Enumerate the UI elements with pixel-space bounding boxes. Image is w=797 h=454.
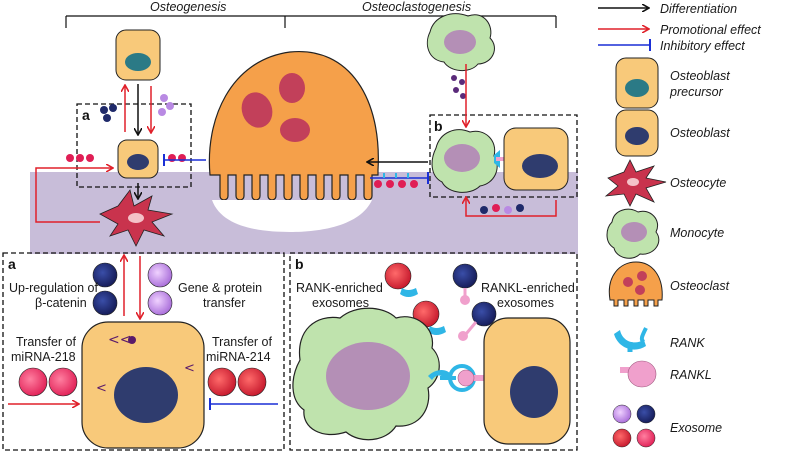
legend-precursor-icon xyxy=(615,57,659,109)
legend-rankl-icon xyxy=(620,360,657,388)
exosome-pink-pair xyxy=(18,367,78,397)
rankl-exosome xyxy=(458,301,497,341)
svg-text:<: < xyxy=(96,381,107,396)
osteocyte-cell xyxy=(99,189,174,247)
legend-osteocyte-label: Osteocyte xyxy=(670,176,726,190)
label-beta-catenin: β-catenin xyxy=(35,296,87,310)
header-osteogenesis: Osteogenesis xyxy=(150,0,226,14)
rank-exosome xyxy=(384,262,418,297)
panel-b-bottom-box xyxy=(289,252,578,451)
rank-rankl-binding xyxy=(428,364,496,392)
promotional-arrow xyxy=(466,198,557,217)
label-mirna-218: miRNA-218 xyxy=(11,350,76,364)
legend-rankl-label: RANKL xyxy=(670,368,712,382)
legend-osteoclast-icon xyxy=(608,261,663,307)
panel-b-bottom-label: b xyxy=(295,256,304,272)
promotional-arrow xyxy=(35,168,112,223)
panel-a-bottom-label: a xyxy=(8,256,16,272)
legend-monocyte-label: Monocyte xyxy=(670,226,724,240)
exosome-cluster xyxy=(100,94,174,122)
legend-osteoclast-label: Osteoclast xyxy=(670,279,730,293)
exosome-red-pair xyxy=(207,367,267,397)
legend-inhibitory-label: Inhibitory effect xyxy=(660,39,745,53)
legend-osteocyte-icon xyxy=(604,159,667,207)
label-rankl-exosomes: exosomes xyxy=(497,296,554,310)
osteoblast-cell xyxy=(503,127,569,191)
panel-a-bottom-box xyxy=(2,252,285,451)
exosome-lilac-pair xyxy=(147,262,173,316)
legend-rank-icon xyxy=(614,327,648,352)
osteoclast-nucleus xyxy=(280,118,310,142)
panel-a-top-box xyxy=(76,103,192,188)
panel-b-top-label: b xyxy=(434,118,443,134)
label-rank-enriched: RANK-enriched xyxy=(296,281,383,295)
legend-exosome-label: Exosome xyxy=(670,421,722,435)
label-transfer: transfer xyxy=(203,296,245,310)
label-mirna-214: miRNA-214 xyxy=(206,350,271,364)
label-rank-exosomes: exosomes xyxy=(312,296,369,310)
osteoblast-precursor-cell xyxy=(115,29,161,81)
monocyte-cell xyxy=(431,129,498,193)
panel-a-top-label: a xyxy=(82,107,90,123)
exosome-cluster xyxy=(374,173,418,188)
osteoblast-cell xyxy=(117,139,159,179)
osteoblast-cell-large xyxy=(483,317,571,445)
svg-text:<<: << xyxy=(108,332,131,348)
label-rankl-enriched: RANKL-enriched xyxy=(481,281,575,295)
exosome-navy-pair xyxy=(92,262,118,316)
label-up-regulation: Up-regulation of xyxy=(9,281,98,295)
legend-precursor-label-1: Osteoblast xyxy=(670,69,730,83)
exosome-cluster xyxy=(480,204,524,214)
osteoclast-cell xyxy=(208,51,379,232)
rankl-exosome xyxy=(452,263,478,305)
legend-promotional-label: Promotional effect xyxy=(660,23,761,37)
label-gene-protein: Gene & protein xyxy=(178,281,262,295)
label-transfer-of-218: Transfer of xyxy=(16,335,77,349)
legend-osteoblast-label: Osteoblast xyxy=(670,126,730,140)
legend-precursor-label-2: precursor xyxy=(669,85,724,99)
osteoclast-nucleus xyxy=(241,92,273,128)
exosome-cluster xyxy=(451,75,466,99)
legend-monocyte-icon xyxy=(606,208,660,259)
legend-exosome-icon xyxy=(612,404,656,448)
monocyte-cell-large xyxy=(292,307,440,441)
svg-text:<: < xyxy=(184,361,195,376)
osteoclast-nucleus xyxy=(279,73,305,103)
legend-differentiation-label: Differentiation xyxy=(660,2,737,16)
legend-osteoblast-icon xyxy=(615,109,659,157)
label-transfer-of-214: Transfer of xyxy=(212,335,273,349)
monocyte-cell xyxy=(426,13,495,71)
resorption-pit xyxy=(212,200,372,232)
legend: Differentiation Promotional effect Inhib… xyxy=(598,2,761,448)
osteoblast-cell-large: << < < xyxy=(81,321,205,449)
header-osteoclastogenesis: Osteoclastogenesis xyxy=(362,0,471,14)
panel-b-top-box xyxy=(429,114,578,198)
legend-rank-label: RANK xyxy=(670,336,705,350)
